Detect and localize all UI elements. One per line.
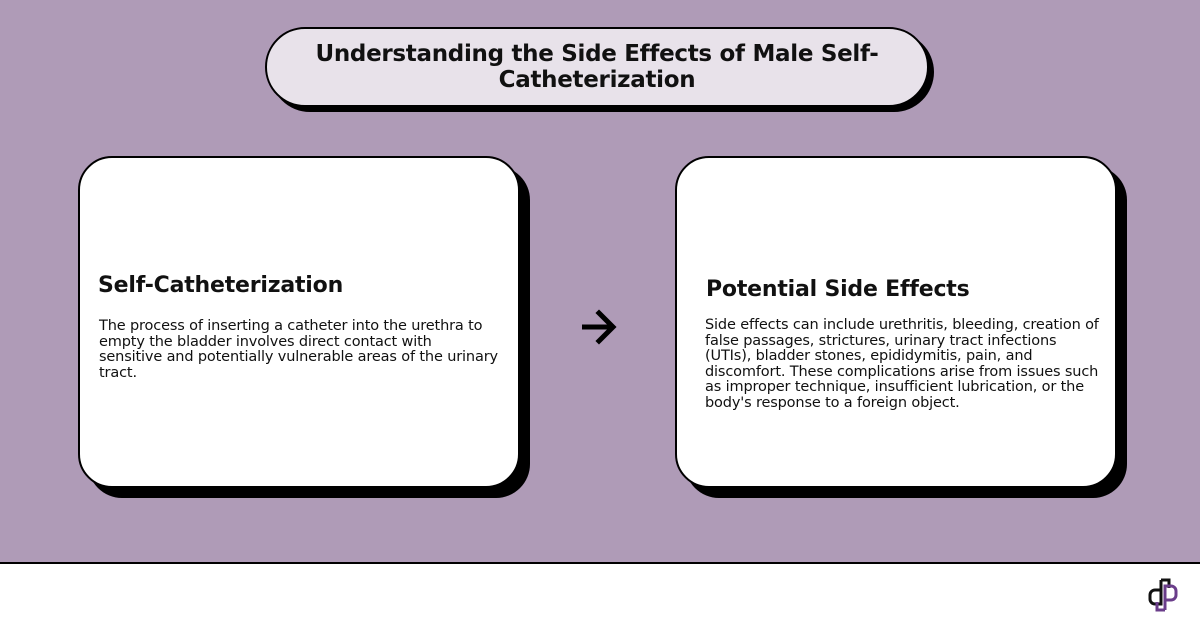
card-self-catheterization: Self-Catheterization The process of inse… [78, 156, 520, 488]
page-title: Understanding the Side Effects of Male S… [315, 41, 879, 93]
card-heading: Potential Side Effects [706, 277, 970, 302]
brand-logo-icon [1148, 578, 1178, 612]
title-banner: Understanding the Side Effects of Male S… [265, 27, 929, 107]
card-body: Side effects can include urethritis, ble… [705, 317, 1099, 411]
arrow-right-icon [582, 309, 617, 345]
diagram-canvas: Understanding the Side Effects of Male S… [0, 0, 1200, 564]
card-body: The process of inserting a catheter into… [99, 318, 498, 381]
card-heading: Self-Catheterization [98, 273, 344, 298]
card-potential-side-effects: Potential Side Effects Side effects can … [675, 156, 1117, 488]
